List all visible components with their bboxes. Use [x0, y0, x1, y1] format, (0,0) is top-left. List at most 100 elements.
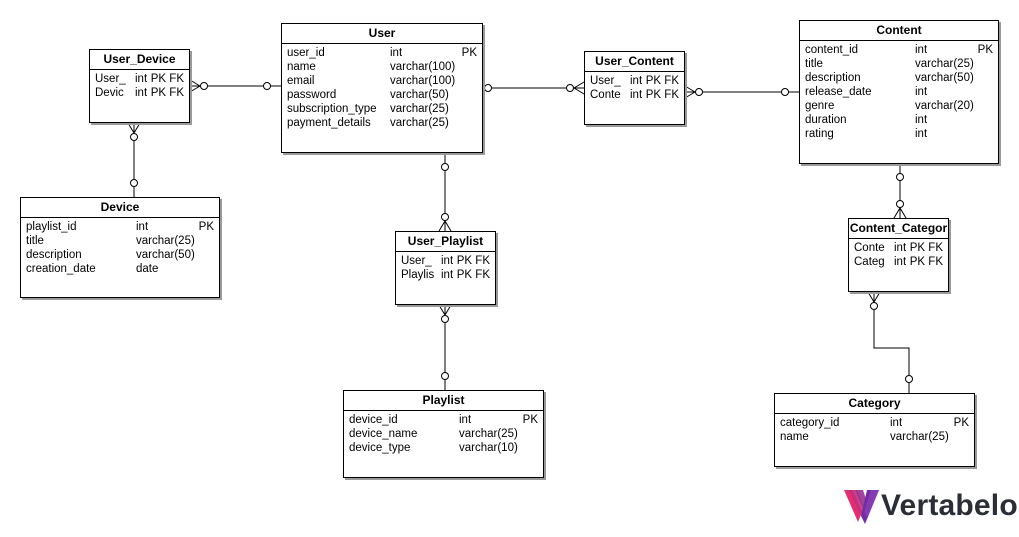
column-type: int: [441, 255, 454, 267]
column-type: int: [894, 256, 907, 268]
column-row: password varchar(50): [287, 88, 477, 102]
table-content-category[interactable]: Content_Categor Conte int PK FK Categ in…: [848, 218, 949, 292]
column-list: user_id int PK name varchar(100) email v…: [282, 44, 482, 132]
vertabelo-logo: Vertabelo: [843, 486, 1018, 528]
column-name: device_id: [349, 414, 398, 426]
table-user-device[interactable]: User_Device User_ int PK FK Devic int PK…: [89, 49, 190, 123]
column-type: int: [441, 269, 454, 281]
table-title: Playlist: [344, 391, 543, 411]
many-end-marker: [684, 91, 696, 99]
column-type: varchar(100): [390, 61, 456, 73]
column-key: PK FK: [645, 89, 679, 101]
column-type: int: [135, 73, 148, 85]
column-row: device_id int PK: [349, 413, 538, 427]
many-end-marker: [899, 207, 907, 219]
many-end-marker: [573, 87, 585, 95]
column-key: PK: [461, 47, 477, 59]
column-key: PK FK: [645, 75, 679, 87]
column-key: PK: [953, 417, 969, 429]
column-row: content_id int PK: [805, 43, 993, 57]
column-row: Categ int PK FK: [854, 255, 943, 269]
one-end-marker: [263, 82, 271, 90]
column-type: varchar(25): [390, 117, 449, 129]
many-end-marker: [438, 220, 446, 232]
column-name: user_id: [287, 47, 325, 59]
column-name: content_id: [805, 44, 859, 56]
column-name: name: [780, 431, 809, 443]
column-row: playlist_id int PK: [26, 220, 214, 234]
column-row: name varchar(100): [287, 60, 477, 74]
column-name: email: [287, 75, 315, 87]
many-end-marker: [873, 291, 881, 303]
table-title: User_Device: [90, 50, 189, 70]
one-end-marker: [781, 88, 789, 96]
many-end-marker: [133, 122, 141, 134]
column-row: release_date int: [805, 85, 993, 99]
column-type: varchar(10): [459, 442, 518, 454]
column-type: varchar(50): [390, 89, 449, 101]
column-name: Categ: [854, 256, 885, 268]
column-name: category_id: [780, 417, 840, 429]
table-content[interactable]: Content content_id int PK title varchar(…: [799, 20, 999, 164]
column-type: varchar(25): [915, 58, 974, 70]
column-list: Conte int PK FK Categ int PK FK: [849, 239, 948, 271]
column-row: category_id int PK: [780, 416, 969, 430]
many-end-marker: [189, 85, 201, 93]
column-key: PK: [977, 44, 993, 56]
column-row: device_type varchar(10): [349, 441, 538, 455]
table-user-playlist[interactable]: User_Playlist User_ int PK FK Playlis in…: [395, 231, 496, 305]
column-type: varchar(50): [915, 72, 974, 84]
column-name: title: [805, 58, 823, 70]
column-type: varchar(100): [390, 75, 456, 87]
table-title: Category: [775, 394, 974, 414]
table-title: Device: [21, 198, 219, 218]
one-end-marker: [905, 375, 913, 383]
column-type: int: [630, 75, 643, 87]
column-key: PK FK: [909, 256, 943, 268]
table-user-content[interactable]: User_Content User_ int PK FK Conte int P…: [584, 51, 685, 125]
column-type: varchar(20): [915, 100, 974, 112]
column-list: playlist_id int PK title varchar(25) des…: [21, 218, 219, 278]
column-row: title varchar(25): [26, 234, 214, 248]
table-playlist[interactable]: Playlist device_id int PK device_name va…: [343, 390, 544, 478]
table-title: User: [282, 24, 482, 44]
column-row: creation_date date: [26, 262, 214, 276]
many-end-marker: [573, 81, 585, 89]
column-type: int: [135, 87, 148, 99]
table-category[interactable]: Category category_id int PK name varchar…: [774, 393, 975, 467]
one-end-marker: [441, 315, 449, 323]
column-row: name varchar(25): [780, 430, 969, 444]
table-device[interactable]: Device playlist_id int PK title varchar(…: [20, 197, 220, 298]
column-list: device_id int PK device_name varchar(25)…: [344, 411, 543, 457]
vertabelo-logo-icon: [844, 490, 879, 524]
column-row: email varchar(100): [287, 74, 477, 88]
many-end-marker: [189, 79, 201, 87]
column-row: User_ int PK FK: [401, 254, 490, 268]
column-key: PK: [198, 221, 214, 233]
column-name: password: [287, 89, 337, 101]
one-end-marker: [896, 173, 904, 181]
column-row: payment_details varchar(25): [287, 116, 477, 130]
column-name: duration: [805, 114, 847, 126]
column-row: Conte int PK FK: [590, 88, 679, 102]
column-type: int: [890, 417, 903, 429]
column-type: varchar(25): [459, 428, 518, 440]
column-row: description varchar(50): [805, 71, 993, 85]
column-key: PK FK: [456, 255, 490, 267]
column-type: varchar(25): [136, 235, 195, 247]
column-name: User_: [95, 73, 126, 85]
table-user[interactable]: User user_id int PK name varchar(100) em…: [281, 23, 483, 153]
column-type: int: [630, 89, 643, 101]
one-end-marker: [200, 82, 208, 90]
column-name: title: [26, 235, 44, 247]
one-end-marker: [870, 302, 878, 310]
column-type: int: [390, 47, 403, 59]
column-name: Playlis: [401, 269, 435, 281]
column-key: PK FK: [150, 73, 184, 85]
column-list: User_ int PK FK Devic int PK FK: [90, 70, 189, 102]
column-type: int: [915, 128, 928, 140]
many-end-marker: [444, 304, 452, 316]
column-row: subscription_type varchar(25): [287, 102, 477, 116]
column-name: name: [287, 61, 316, 73]
column-type: varchar(25): [890, 431, 949, 443]
